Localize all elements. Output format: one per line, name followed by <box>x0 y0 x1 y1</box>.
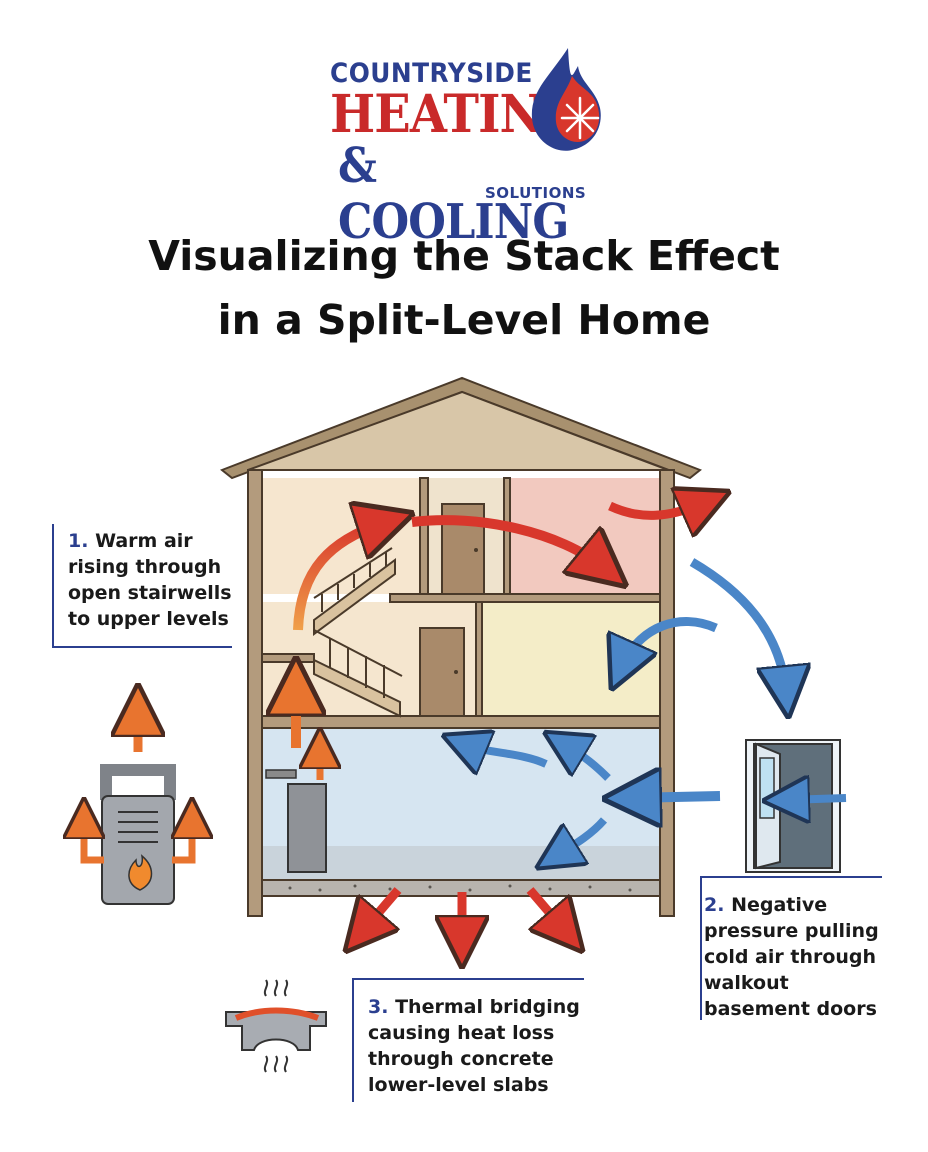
callout-negative-pressure: 2. Negative pressure pulling cold air th… <box>704 892 894 1022</box>
company-logo: COUNTRYSIDE HEATING & COOLING SOLUTIONS <box>320 40 620 250</box>
open-door-icon <box>745 739 847 873</box>
callout-text: Warm air rising through open stairwells … <box>68 530 232 630</box>
house-frame <box>247 469 675 917</box>
cold-arrow-basement-3 <box>632 796 721 798</box>
warm-arrow-exit <box>608 502 706 515</box>
warm-arrow-stairwell <box>293 522 386 631</box>
callout-text: Negative pressure pulling cold air throu… <box>704 894 879 1020</box>
callout-number: 2. <box>704 894 725 916</box>
callout-2-rule-horizontal <box>700 876 882 878</box>
basement-floor <box>262 846 660 880</box>
callout-2-rule-vertical <box>700 876 702 1020</box>
flame-snowflake-icon <box>531 48 601 151</box>
roof <box>220 376 702 480</box>
callout-text: Thermal bridging causing heat loss throu… <box>368 996 580 1096</box>
warm-arrow-upper <box>411 515 604 568</box>
logo-line-countryside: COUNTRYSIDE <box>330 58 533 89</box>
callout-3-rule-horizontal <box>352 978 584 980</box>
heat-loss-arrow-left <box>362 887 402 932</box>
thermal-bridge-icon <box>225 979 327 1073</box>
logo-line-solutions: SOLUTIONS <box>485 184 587 202</box>
basement-furnace <box>265 769 327 873</box>
logo-line-cooling: & COOLING <box>338 138 569 250</box>
callout-thermal-bridging: 3. Thermal bridging causing heat loss th… <box>368 994 588 1098</box>
callout-3-rule-vertical <box>352 978 354 1102</box>
cold-arrow-basement-4 <box>556 817 608 856</box>
heat-loss-arrow-right <box>526 887 566 932</box>
callout-number: 3. <box>368 996 389 1018</box>
slab-speckles <box>288 884 632 892</box>
callout-1-rule-horizontal <box>52 646 232 648</box>
cold-arrow-mid <box>622 617 718 666</box>
callout-number: 1. <box>68 530 89 552</box>
page-title-line-1: Visualizing the Stack Effect <box>148 232 780 280</box>
mid-room-right <box>480 602 660 716</box>
furnace-icon <box>84 240 192 905</box>
callout-1-rule-vertical <box>52 524 54 646</box>
page-title-line-2: in a Split-Level Home <box>217 296 711 344</box>
cold-arrow-exterior <box>689 558 786 692</box>
cold-arrow-basement-1 <box>464 744 548 764</box>
callout-warm-air: 1. Warm air rising through open stairwel… <box>68 528 248 632</box>
upper-room-left <box>262 478 420 594</box>
